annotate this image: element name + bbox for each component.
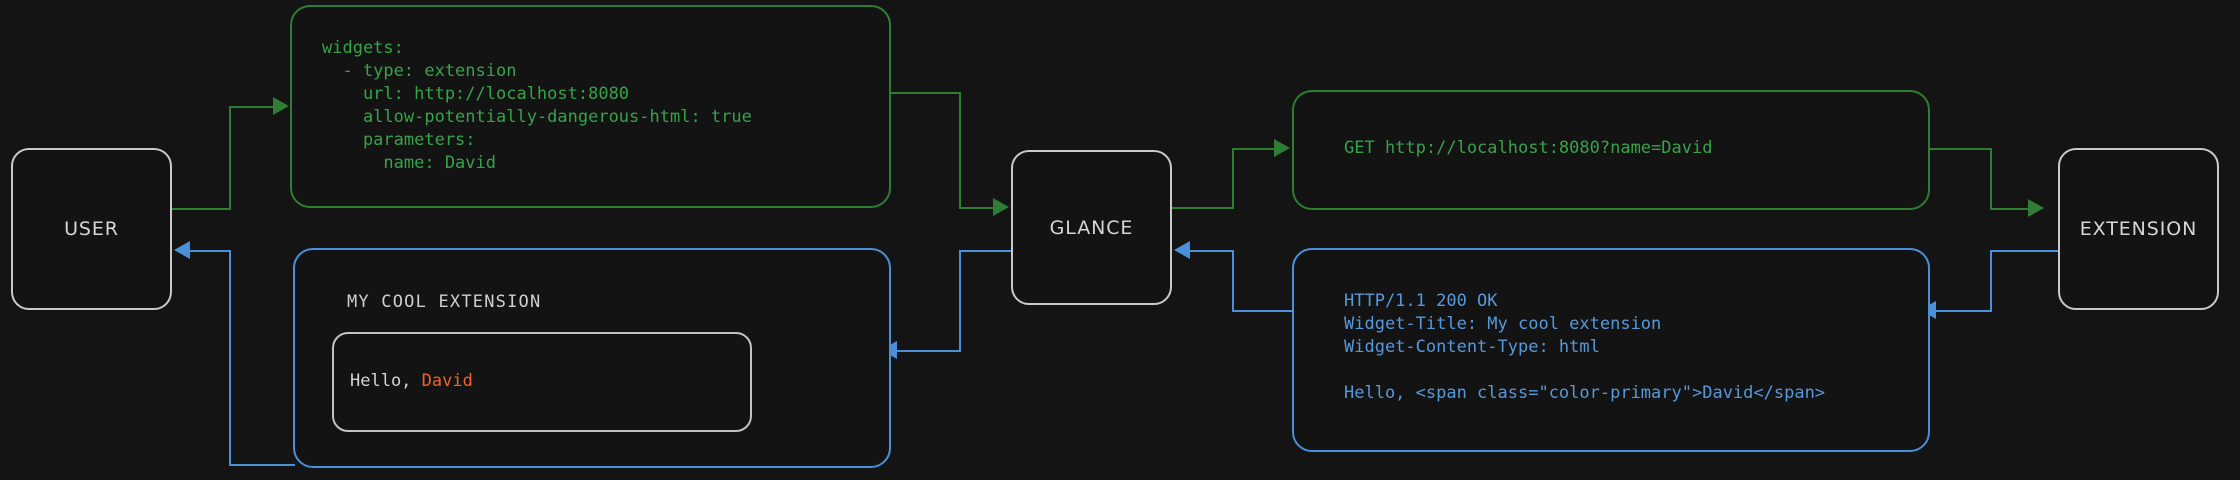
http-request-text: GET http://localhost:8080?name=David (1344, 138, 1713, 158)
node-user-label: USER (64, 218, 119, 240)
edge-yaml-to-glance-entry (959, 207, 995, 209)
widget-body-box: Hello, David (332, 332, 752, 432)
edge-yaml-to-glance-vertical (959, 92, 961, 208)
arrowhead-response-to-glance-icon (1174, 241, 1190, 259)
edge-user-to-yaml-vertical (229, 106, 231, 210)
widget-accent-name: David (421, 371, 473, 391)
arrowhead-glance-to-request-icon (1274, 139, 1290, 157)
edge-widget-to-user-vertical (229, 250, 231, 466)
edge-response-to-glance-vertical (1232, 250, 1234, 312)
edge-glance-to-request-vertical (1232, 148, 1234, 209)
edge-widget-to-user-horizontal (229, 464, 295, 466)
edge-glance-to-widget-vertical (959, 250, 961, 350)
edge-request-to-extension-horizontal (1930, 148, 1992, 150)
arrowhead-request-to-extension-icon (2028, 199, 2044, 217)
edge-response-to-glance-entry (1188, 250, 1234, 252)
panel-http-response: HTTP/1.1 200 OK Widget-Title: My cool ex… (1292, 248, 1930, 452)
panel-rendered-widget: MY COOL EXTENSION Hello, David (293, 248, 891, 468)
edge-request-to-extension-entry (1990, 208, 2030, 210)
edge-extension-to-response-vertical (1990, 250, 1992, 310)
http-response-text: HTTP/1.1 200 OK Widget-Title: My cool ex… (1344, 291, 1826, 403)
arrowhead-yaml-to-glance-icon (993, 198, 1009, 216)
node-extension-label: EXTENSION (2079, 218, 2198, 240)
arrowhead-widget-to-user-icon (174, 241, 190, 259)
edge-glance-to-widget-horizontal (959, 250, 1013, 252)
edge-extension-to-response-entry (1934, 310, 1992, 312)
edge-user-to-yaml-horizontal (172, 208, 230, 210)
edge-request-to-extension-vertical (1990, 148, 1992, 210)
node-extension[interactable]: EXTENSION (2058, 148, 2219, 310)
arrowhead-user-to-yaml-icon (273, 97, 289, 115)
edge-widget-to-user-entry (188, 250, 231, 252)
edge-yaml-to-glance-horizontal (891, 92, 961, 94)
widget-body-text: Hello, David (350, 371, 473, 391)
node-user[interactable]: USER (11, 148, 172, 310)
widget-greeting-text: Hello, (350, 371, 422, 391)
yaml-config-text: widgets: - type: extension url: http://l… (322, 38, 752, 173)
panel-yaml-config: widgets: - type: extension url: http://l… (290, 5, 891, 208)
edge-glance-to-request-horizontal (1172, 207, 1234, 209)
panel-http-request: GET http://localhost:8080?name=David (1292, 90, 1930, 210)
node-glance-label: GLANCE (1049, 216, 1134, 239)
node-glance[interactable]: GLANCE (1011, 150, 1172, 305)
edge-extension-to-response-horizontal (1990, 250, 2058, 252)
edge-glance-to-widget-entry (895, 350, 961, 352)
widget-title: MY COOL EXTENSION (347, 292, 542, 312)
edge-response-to-glance-horizontal (1234, 310, 1292, 312)
edge-glance-to-request-entry (1232, 148, 1278, 150)
edge-user-to-yaml-entry (229, 106, 277, 108)
